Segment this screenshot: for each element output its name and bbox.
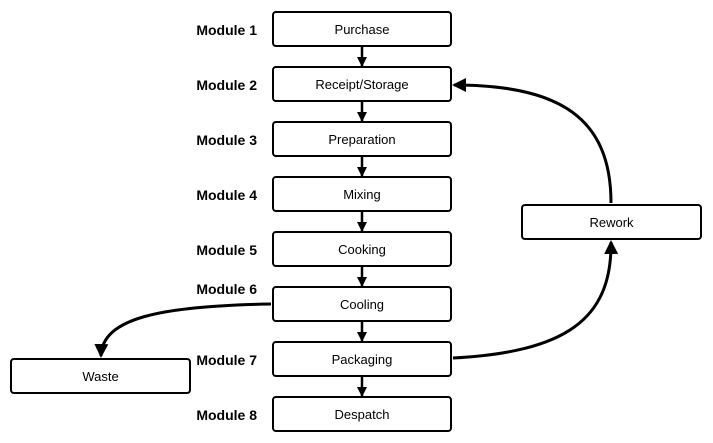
module-label-8: Module 8 [196,407,257,423]
module-label-2: Module 2 [196,77,257,93]
step-cooking: Cooking [272,231,452,267]
module-label-1: Module 1 [196,22,257,38]
step-despatch: Despatch [272,396,452,432]
arrow-cooling-to-waste [94,302,272,358]
arrow-packaging-to-rework [452,240,619,360]
step-mixing: Mixing [272,176,452,212]
module-label-5: Module 5 [196,242,257,258]
module-label-4: Module 4 [196,187,257,203]
step-preparation: Preparation [272,121,452,157]
step-receipt-storage: Receipt/Storage [272,66,452,102]
waste-box: Waste [10,358,191,394]
module-label-6: Module 6 [196,281,257,297]
step-cooling: Cooling [272,286,452,322]
module-label-3: Module 3 [196,132,257,148]
module-label-7: Module 7 [196,352,257,368]
rework-box: Rework [521,204,702,240]
step-packaging: Packaging [272,341,452,377]
step-purchase: Purchase [272,11,452,47]
arrow-rework-to-receipt [452,78,613,204]
